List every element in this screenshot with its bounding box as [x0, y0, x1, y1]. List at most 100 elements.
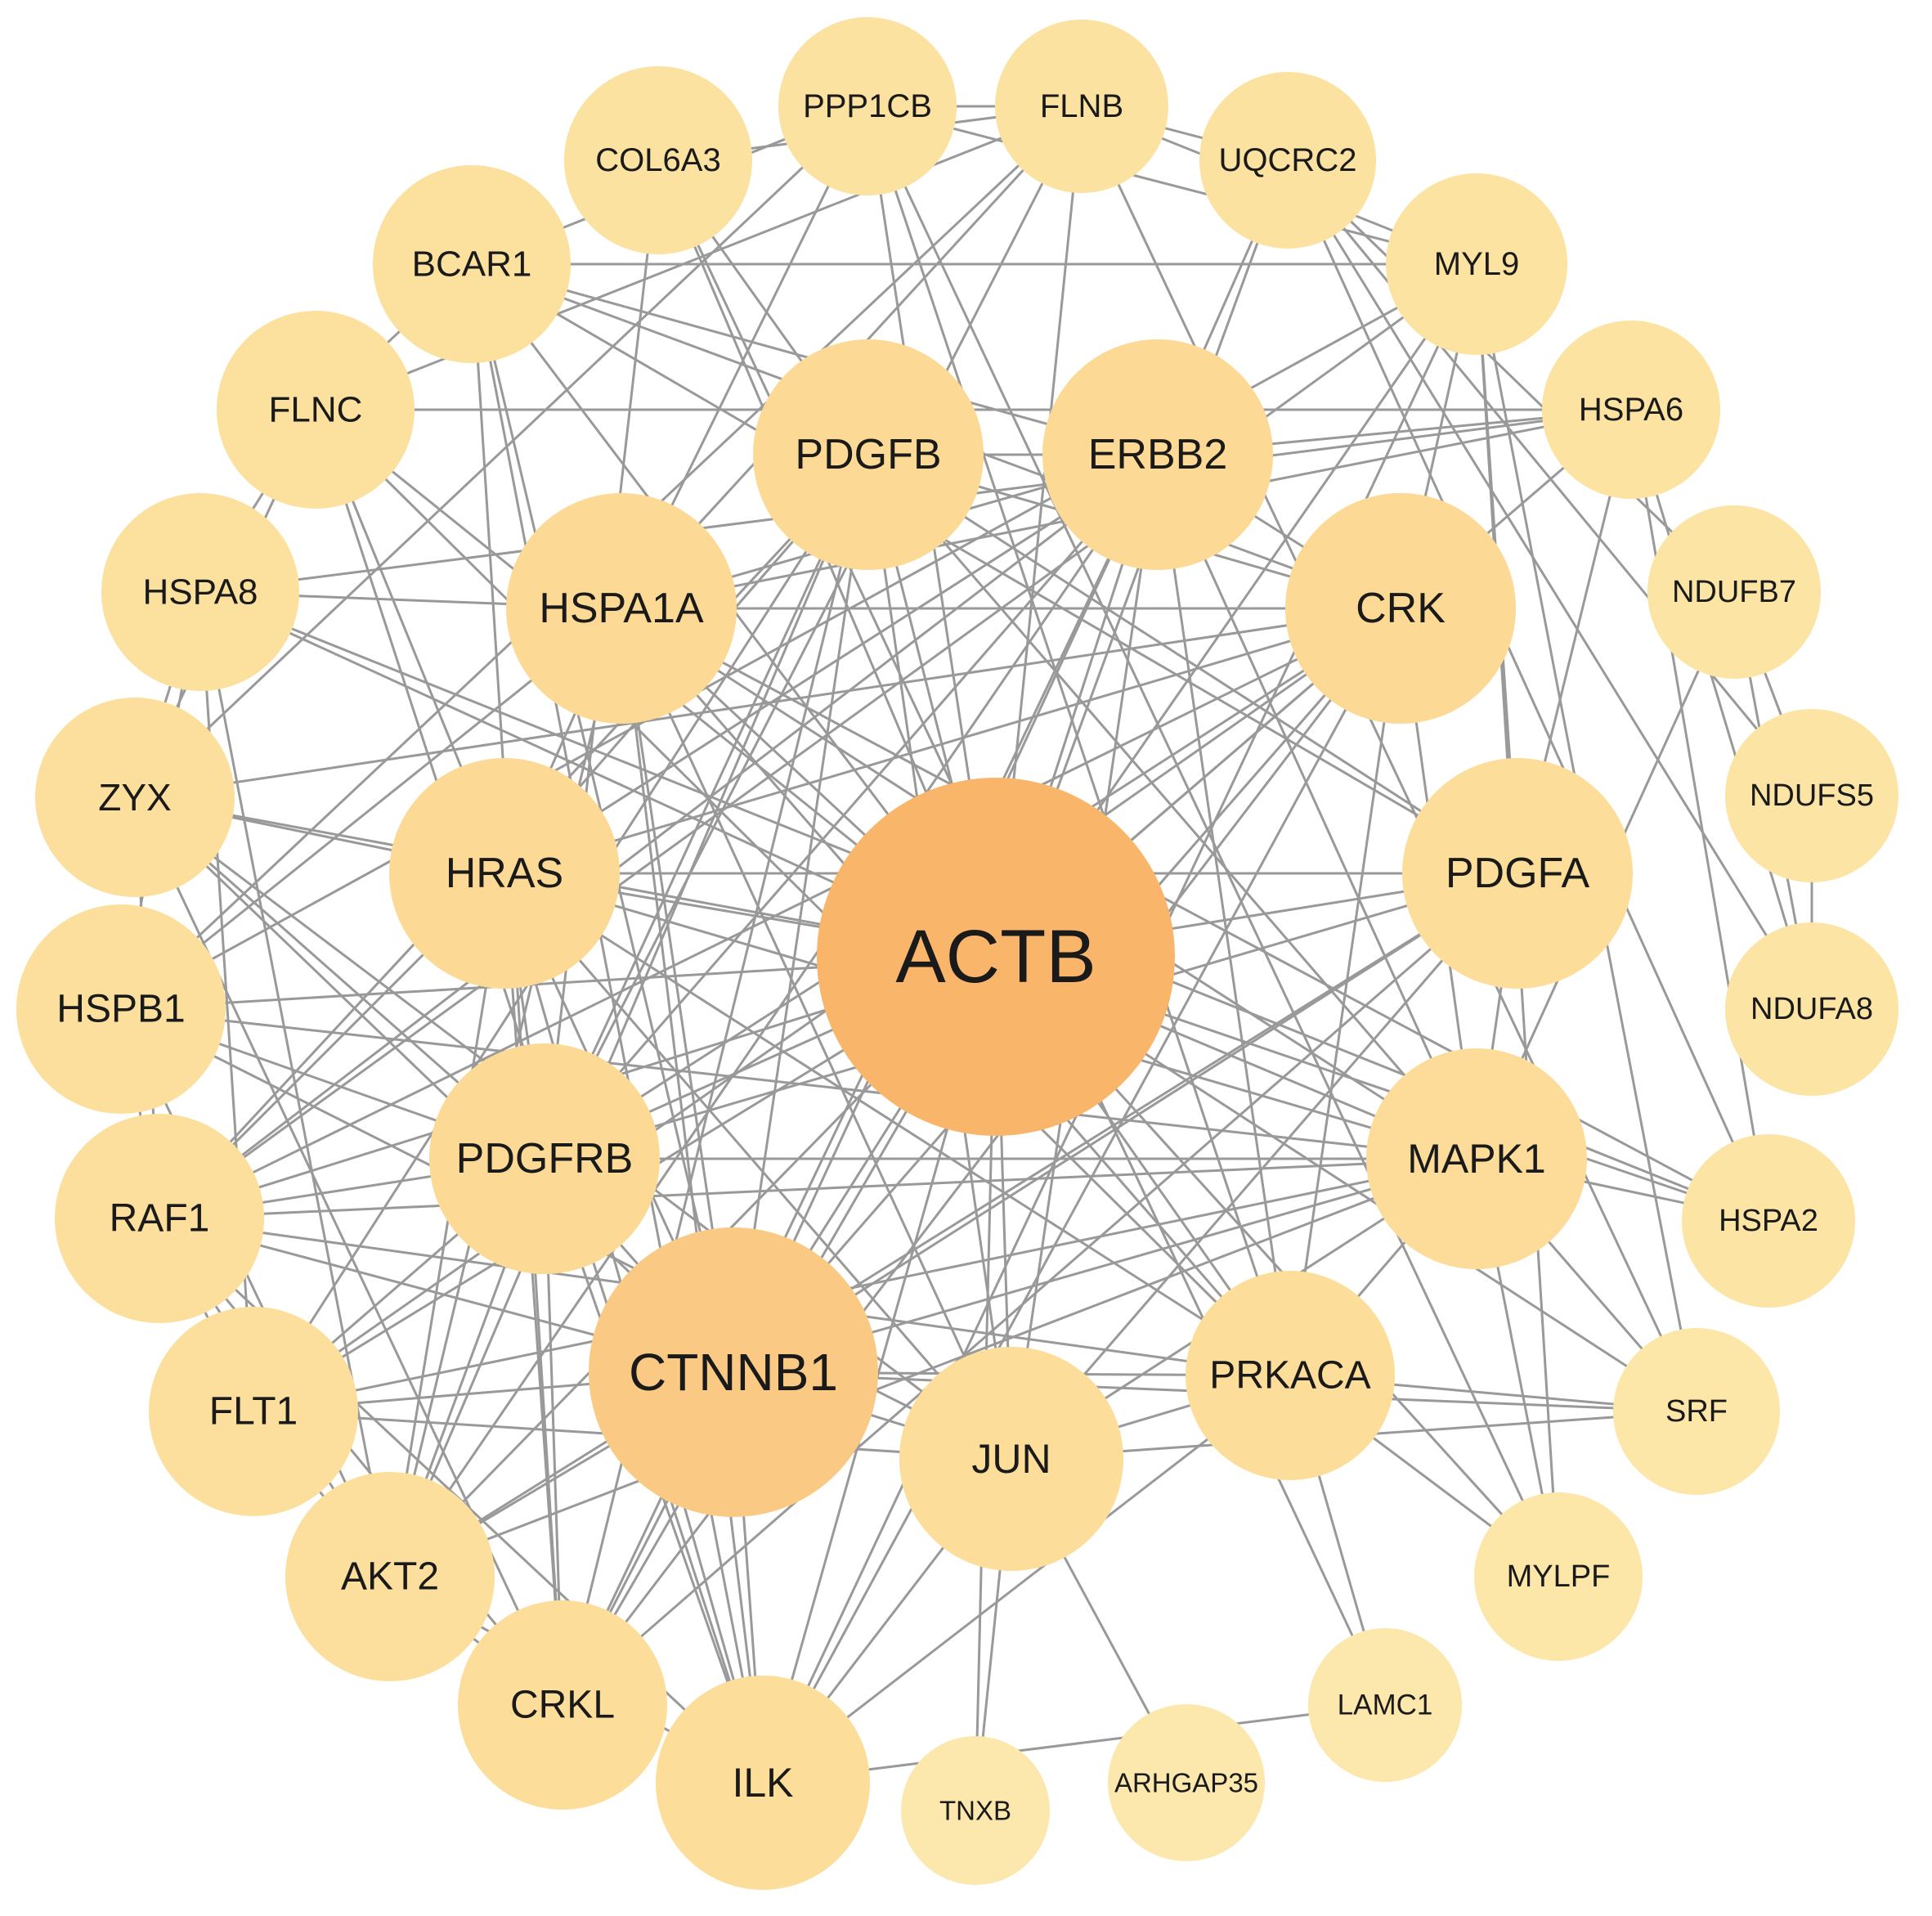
node-ppp1cb[interactable]: PPP1CB [778, 17, 957, 195]
node-hspa6[interactable]: HSPA6 [1542, 321, 1720, 499]
node-mapk1[interactable]: MAPK1 [1366, 1048, 1587, 1269]
node-circle-ndufa8[interactable] [1725, 922, 1898, 1096]
node-akt2[interactable]: AKT2 [285, 1472, 495, 1681]
node-crkl[interactable]: CRKL [458, 1600, 667, 1810]
node-bcar1[interactable]: BCAR1 [373, 165, 571, 363]
node-hspa8[interactable]: HSPA8 [101, 493, 299, 691]
node-circle-mylpf[interactable] [1474, 1492, 1643, 1661]
node-prkaca[interactable]: PRKACA [1186, 1271, 1395, 1480]
edge-crkl-raf1 [158, 1218, 564, 1706]
node-circle-hspa1a[interactable] [506, 493, 737, 724]
node-ilk[interactable]: ILK [656, 1676, 870, 1890]
node-circle-ilk[interactable] [656, 1676, 870, 1890]
edge-pdgfb-mapk1 [867, 454, 1478, 1160]
edge-erbb2-mapk1 [1156, 454, 1478, 1160]
node-circle-ctnnb1[interactable] [589, 1227, 878, 1517]
node-label-ndufb7: NDUFB7 [1672, 575, 1796, 609]
node-circle-flnc[interactable] [217, 311, 415, 509]
node-myl9[interactable]: MYL9 [1386, 173, 1567, 355]
node-label-ppp1cb: PPP1CB [803, 88, 932, 124]
node-circle-erbb2[interactable] [1042, 339, 1273, 570]
node-crk[interactable]: CRK [1285, 493, 1516, 724]
node-lamc1[interactable]: LAMC1 [1308, 1628, 1462, 1782]
node-circle-col6a3[interactable] [564, 66, 752, 254]
node-actb[interactable]: ACTB [817, 778, 1175, 1136]
node-label-flnb: FLNB [1040, 88, 1123, 124]
edge-uqcrc2-ndufb7 [1286, 159, 1736, 594]
node-ndufs5[interactable]: NDUFS5 [1725, 709, 1898, 882]
node-circle-pdgfb[interactable] [753, 339, 984, 570]
node-hspa2[interactable]: HSPA2 [1682, 1134, 1855, 1308]
node-circle-lamc1[interactable] [1308, 1628, 1462, 1782]
node-jun[interactable]: JUN [899, 1347, 1123, 1571]
node-hspb1[interactable]: HSPB1 [16, 904, 226, 1114]
node-circle-hspa6[interactable] [1542, 321, 1720, 499]
node-circle-hras[interactable] [389, 758, 620, 989]
edge-crk-zyx [134, 607, 1401, 799]
node-flnb[interactable]: FLNB [995, 20, 1168, 193]
node-circle-hspa2[interactable] [1682, 1134, 1855, 1308]
node-tnxb[interactable]: TNXB [901, 1736, 1050, 1885]
edge-uqcrc2-hspa2 [1286, 159, 1770, 1222]
node-label-actb: ACTB [895, 915, 1096, 998]
node-label-raf1: RAF1 [110, 1197, 210, 1241]
node-hras[interactable]: HRAS [389, 758, 620, 989]
node-circle-akt2[interactable] [285, 1472, 495, 1681]
node-label-hras: HRAS [446, 850, 563, 897]
node-circle-bcar1[interactable] [373, 165, 571, 363]
node-circle-flnb[interactable] [995, 20, 1168, 193]
node-pdgfa[interactable]: PDGFA [1402, 758, 1633, 989]
node-circle-zyx[interactable] [35, 698, 235, 897]
node-circle-arhgap35[interactable] [1108, 1704, 1265, 1861]
node-ndufa8[interactable]: NDUFA8 [1725, 922, 1898, 1096]
edge-flnc-flnb [315, 105, 1083, 411]
node-label-col6a3: COL6A3 [595, 142, 720, 178]
edge-mapk1-flt1 [253, 1157, 1477, 1413]
node-col6a3[interactable]: COL6A3 [564, 66, 752, 254]
node-circle-pdgfrb[interactable] [429, 1043, 660, 1274]
node-circle-raf1[interactable] [55, 1114, 264, 1323]
node-label-ilk: ILK [732, 1760, 793, 1806]
node-circle-mapk1[interactable] [1366, 1048, 1587, 1269]
node-flt1[interactable]: FLT1 [149, 1307, 358, 1516]
node-circle-crk[interactable] [1285, 493, 1516, 724]
node-circle-ndufb7[interactable] [1647, 505, 1821, 679]
node-label-prkaca: PRKACA [1209, 1354, 1370, 1398]
edge-akt2-hspb1 [119, 1008, 392, 1577]
node-circle-tnxb[interactable] [901, 1736, 1050, 1885]
node-circle-myl9[interactable] [1386, 173, 1567, 355]
node-ctnnb1[interactable]: CTNNB1 [589, 1227, 878, 1517]
node-circle-ppp1cb[interactable] [778, 17, 957, 195]
node-flnc[interactable]: FLNC [217, 311, 415, 509]
edge-hras-jun [503, 873, 1013, 1460]
node-circle-actb[interactable] [817, 778, 1175, 1136]
node-circle-prkaca[interactable] [1186, 1271, 1395, 1480]
node-raf1[interactable]: RAF1 [55, 1114, 264, 1323]
node-label-myl9: MYL9 [1434, 246, 1520, 282]
node-label-flt1: FLT1 [209, 1390, 298, 1434]
node-circle-uqcrc2[interactable] [1199, 72, 1376, 249]
node-pdgfrb[interactable]: PDGFRB [429, 1043, 660, 1274]
node-circle-hspa8[interactable] [101, 493, 299, 691]
node-pdgfb[interactable]: PDGFB [753, 339, 984, 570]
node-erbb2[interactable]: ERBB2 [1042, 339, 1273, 570]
node-circle-srf[interactable] [1613, 1328, 1780, 1495]
node-mylpf[interactable]: MYLPF [1474, 1492, 1643, 1661]
edge-prkaca-flnc [314, 408, 1292, 1377]
node-zyx[interactable]: ZYX [35, 698, 235, 897]
node-circle-crkl[interactable] [458, 1600, 667, 1810]
node-circle-pdgfa[interactable] [1402, 758, 1633, 989]
node-circle-hspb1[interactable] [16, 904, 226, 1114]
node-circle-jun[interactable] [899, 1347, 1123, 1571]
node-ndufb7[interactable]: NDUFB7 [1647, 505, 1821, 679]
node-srf[interactable]: SRF [1613, 1328, 1780, 1495]
edge-flnb-pdgfrb [543, 105, 1083, 1160]
edge-crk-hras [504, 607, 1401, 875]
node-arhgap35[interactable]: ARHGAP35 [1108, 1704, 1265, 1861]
node-circle-flt1[interactable] [149, 1307, 358, 1516]
node-uqcrc2[interactable]: UQCRC2 [1199, 72, 1376, 249]
node-hspa1a[interactable]: HSPA1A [506, 493, 737, 724]
node-circle-ndufs5[interactable] [1725, 709, 1898, 882]
node-label-ndufs5: NDUFS5 [1750, 779, 1874, 813]
node-label-tnxb: TNXB [939, 1796, 1011, 1826]
